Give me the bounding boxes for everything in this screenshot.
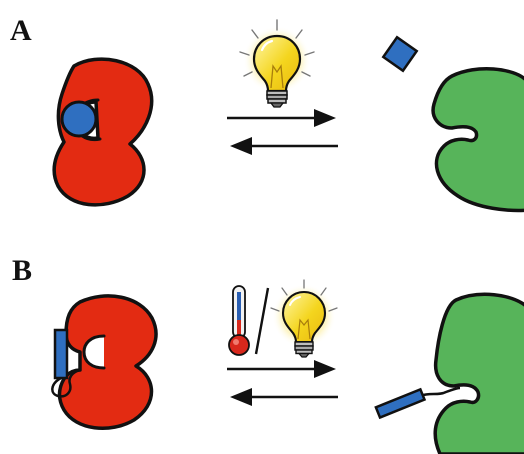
tether-loop	[51, 368, 81, 398]
reverse-arrow-b	[230, 388, 338, 406]
panel-b	[51, 279, 524, 454]
forward-arrow-a	[227, 109, 336, 127]
bound-ligand-circle	[60, 100, 98, 138]
reverse-arrow-a	[230, 137, 338, 155]
or-slash	[254, 287, 270, 355]
light-bulb-icon	[270, 279, 338, 358]
active-protein-a	[431, 67, 524, 213]
released-ligand-square	[381, 35, 419, 73]
thermometer-icon	[228, 285, 250, 356]
panel-a	[52, 19, 524, 213]
panel-label-a: A	[10, 14, 32, 47]
tethered-ligand-bar-released	[374, 387, 427, 420]
forward-arrow-b	[227, 360, 336, 378]
panel-label-b: B	[12, 254, 33, 287]
active-protein-b	[433, 292, 524, 454]
inactive-protein-b	[57, 294, 158, 431]
tether-line-released	[419, 386, 461, 398]
light-bulb-icon	[239, 19, 315, 108]
tethered-ligand-bar-bound	[53, 328, 69, 380]
